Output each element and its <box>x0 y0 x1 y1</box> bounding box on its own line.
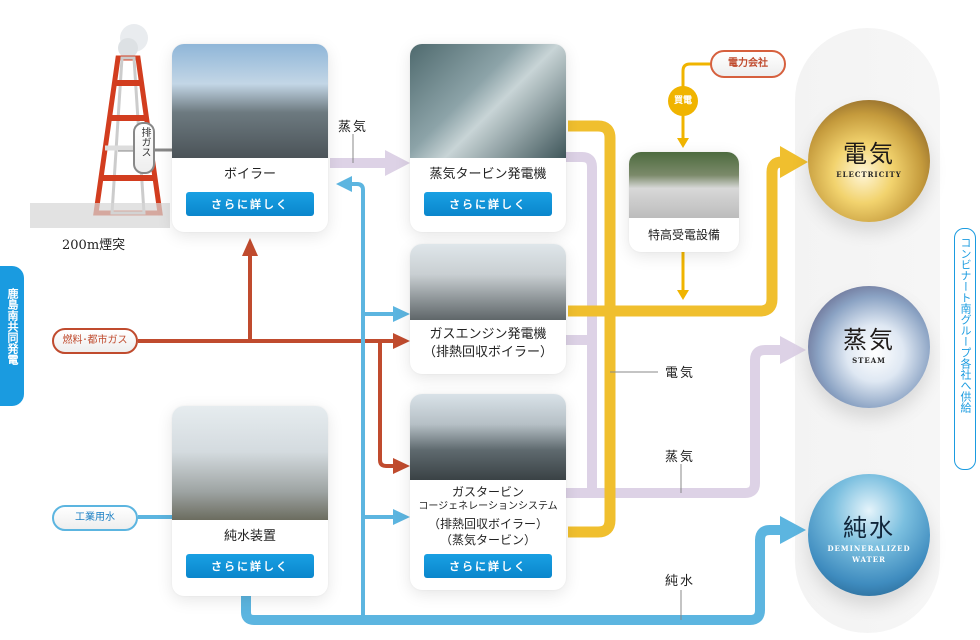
substation-card: 特高受電設備 <box>629 152 739 252</box>
steam-kanji: 蒸気 <box>843 326 895 354</box>
gas-turbine-title-line3: （排熱回収ボイラー） <box>427 517 548 531</box>
fuel-arrow-gasengine <box>393 333 410 349</box>
electricity-en: ELECTRICITY <box>836 170 902 179</box>
industrial-water-badge: 工業用水 <box>52 505 138 531</box>
power-company-badge: 電力会社 <box>710 50 786 78</box>
pure-water-en-line2: WATER <box>852 555 886 564</box>
exhaust-gas-badge: 排ガス <box>133 122 155 174</box>
steam-top-label: 蒸気 <box>338 120 369 135</box>
steam-en: STEAM <box>852 356 886 365</box>
purchase-badge: 買電 <box>668 86 698 116</box>
water-arrow-output <box>780 516 806 544</box>
substation-title: 特高受電設備 <box>647 228 720 242</box>
electricity-line-main <box>568 156 785 317</box>
water-line-main <box>241 525 785 625</box>
water-arrow-gasturbine <box>393 509 410 525</box>
gas-turbine-card: ガスタービン コージェネレーションシステム （排熱回収ボイラー） （蒸気タービン… <box>410 394 566 590</box>
steam-line-main <box>565 345 785 498</box>
pure-water-title: 純水装置 <box>223 529 276 544</box>
steam-turbine-title: 蒸気タービン発電機 <box>429 167 547 182</box>
steam-line-turbine <box>565 152 597 490</box>
gas-engine-photo <box>410 244 566 320</box>
chimney-image <box>30 18 170 228</box>
boiler-title: ボイラー <box>223 167 276 182</box>
supply-badge: コンビナート南グループ各社へ供給 <box>954 228 976 470</box>
fuel-line-gasturbine <box>378 341 395 468</box>
steam-flow-label: 蒸気 <box>665 450 696 465</box>
boiler-card: ボイラー さらに詳しく <box>172 44 328 232</box>
gas-engine-card: ガスエンジン発電機 （排熱回収ボイラー） <box>410 244 566 374</box>
gas-engine-title-line2: （排熱回収ボイラー） <box>422 345 553 360</box>
steam-arrow-output <box>780 336 806 364</box>
pure-water-flow-label: 純水 <box>665 574 696 589</box>
electricity-arrow-output <box>780 146 808 178</box>
boiler-more-button[interactable]: さらに詳しく <box>186 192 314 216</box>
fuel-arrow-gasturbine <box>393 458 410 474</box>
steam-turbine-card: 蒸気タービン発電機 さらに詳しく <box>410 44 566 232</box>
water-line-riser <box>350 182 365 620</box>
steam-turbine-photo <box>410 44 566 158</box>
pure-water-en-line1: DEMINERALIZED <box>827 544 911 553</box>
gas-engine-title-line1: ガスエンジン発電機 <box>429 327 547 342</box>
electricity-output-sphere: 電気 ELECTRICITY <box>808 100 930 222</box>
pure-water-output-sphere: 純水 DEMINERALIZED WATER <box>808 474 930 596</box>
steam-line-top <box>330 158 392 168</box>
substation-arrow <box>677 290 689 300</box>
gas-turbine-photo <box>410 394 566 480</box>
gas-turbine-title-line2: コージェネレーションシステム <box>418 501 558 512</box>
substation-photo <box>629 152 739 218</box>
gas-turbine-title-line4: （蒸気タービン） <box>439 533 536 547</box>
steam-output-sphere: 蒸気 STEAM <box>808 286 930 408</box>
pure-water-photo <box>172 406 328 520</box>
purchase-line <box>681 62 712 140</box>
fuel-arrow-boiler <box>242 238 258 256</box>
electricity-line-turbine <box>568 120 616 538</box>
electricity-kanji: 電気 <box>843 140 895 168</box>
steam-turbine-more-button[interactable]: さらに詳しく <box>424 192 552 216</box>
company-badge: 鹿島南共同発電 <box>0 266 24 406</box>
fuel-input-badge: 燃料･都市ガス <box>52 328 138 354</box>
boiler-photo <box>172 44 328 158</box>
gas-turbine-title-line1: ガスタービン <box>451 485 524 499</box>
water-arrow-boiler <box>336 176 352 192</box>
pure-water-kanji: 純水 <box>843 514 895 542</box>
pure-water-card: 純水装置 さらに詳しく <box>172 406 328 596</box>
purchase-arrow <box>677 138 689 148</box>
chimney-label: 200m煙突 <box>62 238 126 253</box>
gas-turbine-more-button[interactable]: さらに詳しく <box>424 554 552 578</box>
steam-arrow-top <box>385 150 410 176</box>
pure-water-more-button[interactable]: さらに詳しく <box>186 554 314 578</box>
water-arrow-gasengine <box>393 306 410 322</box>
electricity-flow-label: 電気 <box>665 366 696 381</box>
